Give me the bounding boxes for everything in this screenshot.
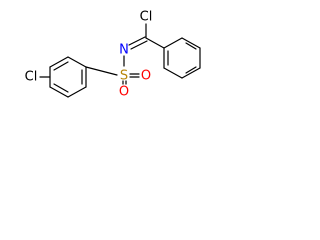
ring-double-bond xyxy=(53,83,69,93)
ring-bond xyxy=(163,37,183,49)
chlorophenyl-ring xyxy=(49,56,87,98)
nitrogen-label: N xyxy=(119,43,129,58)
ring-double-bond xyxy=(185,66,197,74)
sulfur-label: S xyxy=(120,69,128,84)
phenyl-ring xyxy=(163,37,201,79)
molecule-diagram: Cl Cl N S O O xyxy=(0,0,232,125)
ring-sulfur-bond xyxy=(85,66,118,76)
chlorine-top-label: Cl xyxy=(140,10,153,25)
ring-bond xyxy=(49,56,69,68)
ring-bond xyxy=(181,37,201,49)
carbon-ring-bond xyxy=(145,37,165,49)
ring-double-bond xyxy=(53,61,69,71)
molecule-structure: Cl Cl N S O O xyxy=(25,10,201,100)
ring-bond xyxy=(49,86,69,98)
nitrogen-carbon-double-bond xyxy=(130,40,148,50)
oxygen-right-label: O xyxy=(141,69,151,84)
ring-bond xyxy=(67,86,87,98)
ring-double-bond xyxy=(185,42,197,50)
oxygen-left-label: O xyxy=(119,85,129,100)
nitrogen-carbon-double-bond xyxy=(128,36,146,46)
ring-bond xyxy=(67,56,87,68)
chlorine-left-label: Cl xyxy=(25,70,38,85)
ring-bond xyxy=(181,67,201,79)
ring-bond xyxy=(163,67,183,79)
